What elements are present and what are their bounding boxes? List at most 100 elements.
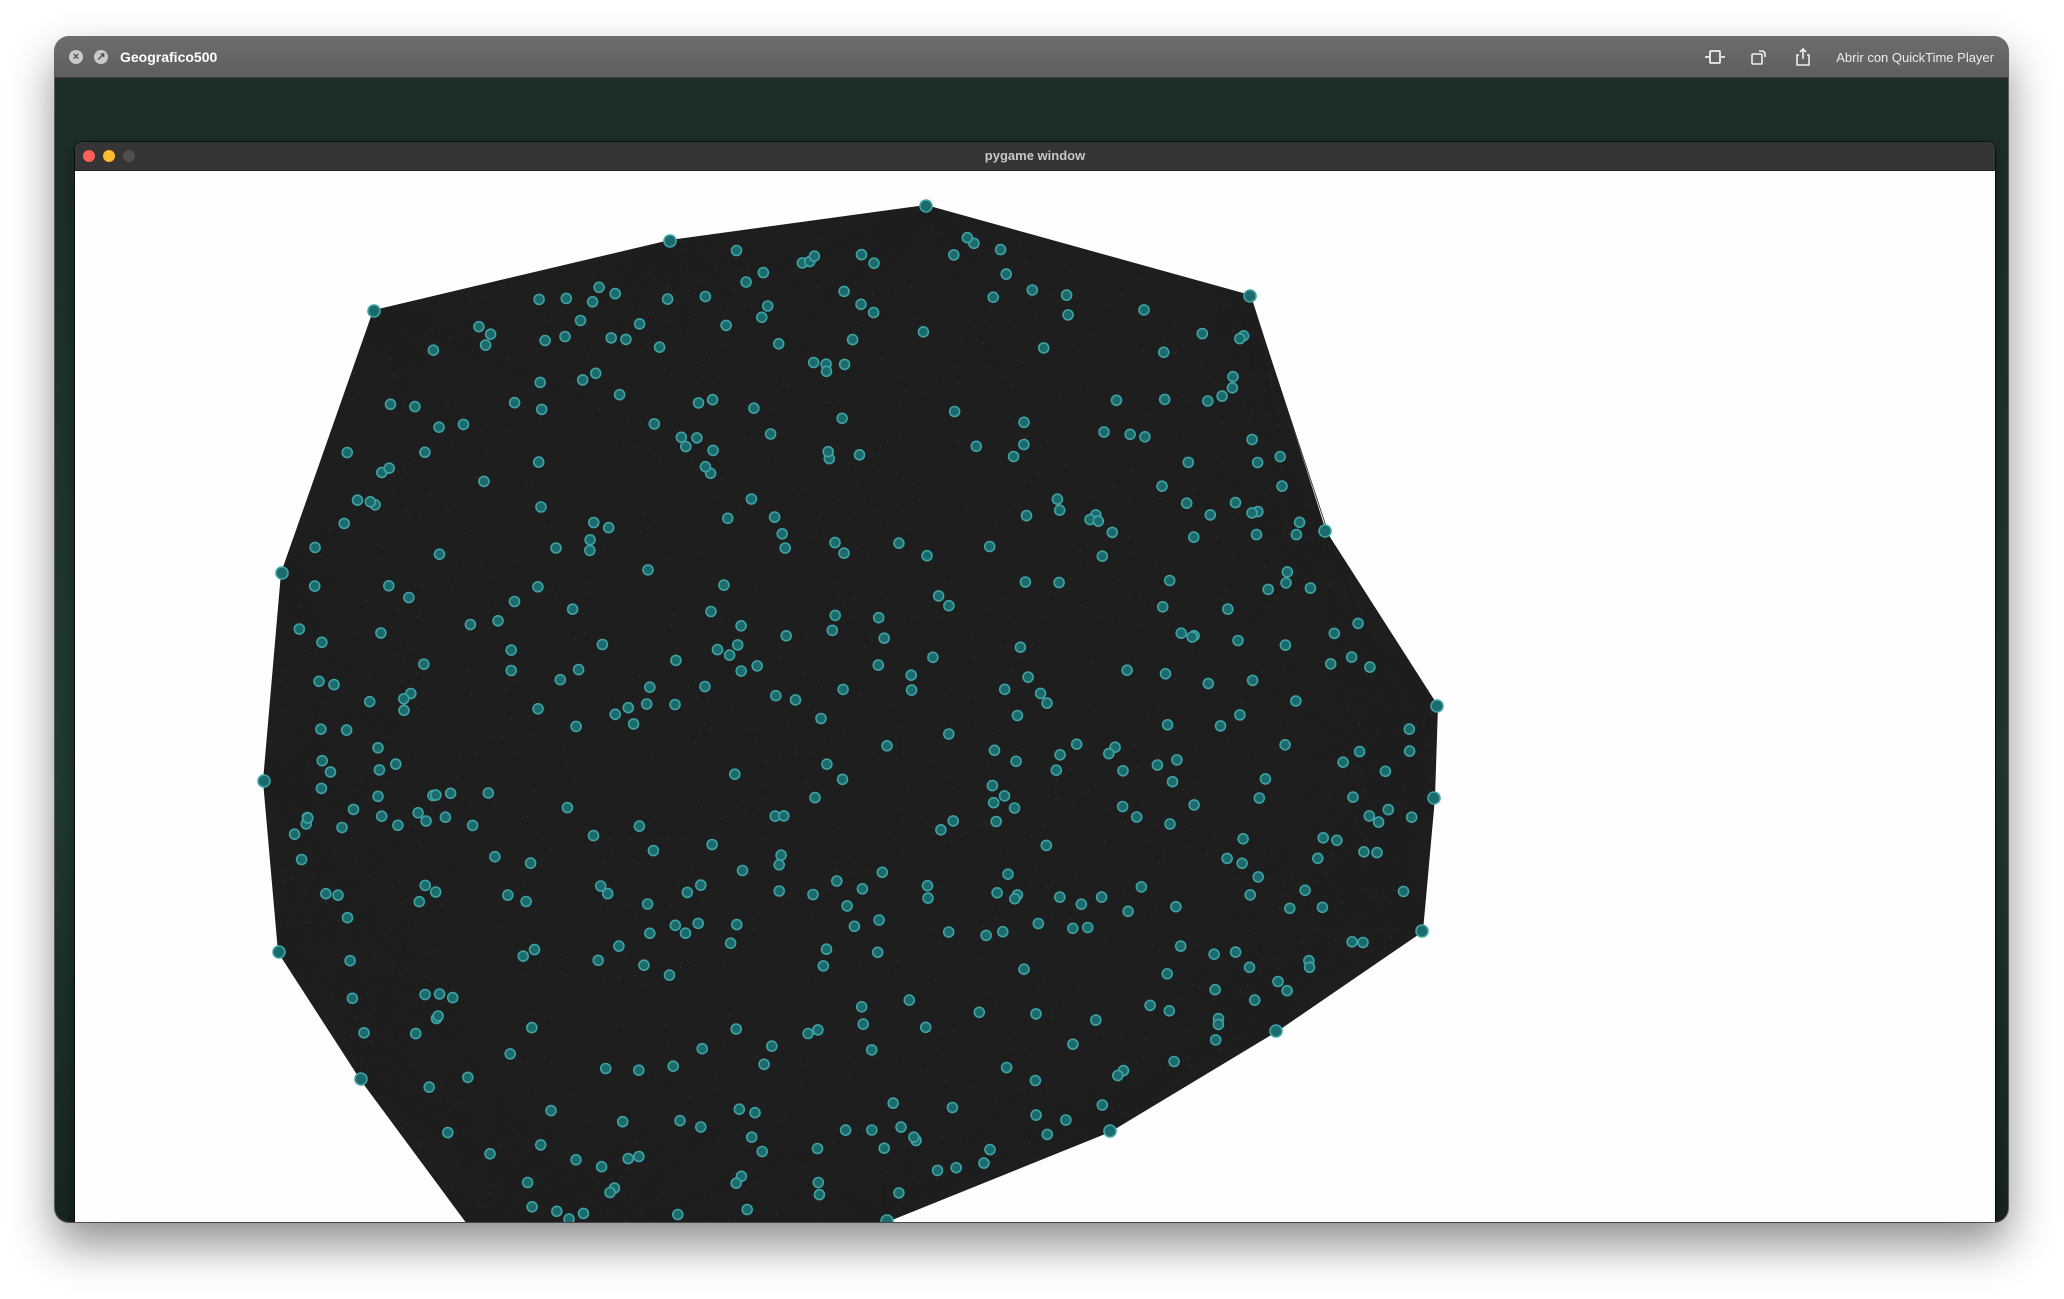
trim-icon[interactable]	[1704, 46, 1726, 68]
edge-speck	[1095, 1033, 1097, 1034]
graph-node	[694, 879, 707, 891]
graph-node	[595, 1160, 608, 1173]
graph-edge	[1237, 295, 1251, 641]
graph-edge	[1403, 797, 1435, 892]
rotate-icon[interactable]	[1748, 46, 1770, 68]
close-icon[interactable]: ×	[69, 50, 83, 64]
edge-speck	[712, 381, 714, 383]
edge-speck	[445, 404, 447, 405]
graph-edge	[669, 240, 711, 474]
edge-speck	[1328, 943, 1330, 944]
edge-speck	[824, 738, 826, 740]
edge-speck	[353, 398, 355, 400]
edge-speck	[1234, 878, 1236, 880]
edge-speck	[1131, 995, 1133, 997]
graph-edge	[373, 310, 698, 439]
edge-speck	[1007, 852, 1009, 854]
graph-node	[994, 243, 1007, 256]
graph-edge	[611, 1194, 820, 1222]
edge-speck	[1144, 602, 1146, 604]
graph-node	[344, 954, 356, 967]
edge-speck	[987, 992, 989, 994]
graph-edge	[624, 1136, 752, 1222]
graph-node	[508, 396, 521, 409]
edge-speck	[569, 1159, 571, 1161]
edge-speck	[566, 490, 568, 492]
edge-speck	[1271, 386, 1273, 387]
edge-speck	[896, 1180, 897, 1182]
graph-edge	[263, 780, 420, 903]
edge-speck	[1375, 770, 1376, 772]
graph-edge	[373, 310, 491, 335]
graph-node	[505, 664, 518, 677]
edge-speck	[1165, 500, 1167, 502]
graph-edge	[669, 240, 845, 292]
edge-speck	[1163, 860, 1164, 862]
edge-speck	[1273, 479, 1275, 481]
edge-speck	[1178, 807, 1180, 809]
edge-speck	[836, 827, 838, 829]
graph-node	[1000, 268, 1013, 280]
graph-edge	[1109, 1030, 1277, 1132]
graph-edge	[1059, 509, 1326, 532]
edge-speck	[639, 421, 641, 423]
graph-node	[1098, 426, 1110, 438]
graph-node	[1060, 289, 1073, 301]
graph-edge	[278, 951, 491, 1155]
graph-node	[524, 857, 537, 869]
open-with-quicktime-button[interactable]: Abrir con QuickTime Player	[1836, 49, 1994, 65]
edge-speck	[1015, 505, 1017, 506]
graph-edge	[1149, 930, 1423, 1006]
graph-edge	[360, 1078, 468, 1222]
graph-edge	[609, 1120, 681, 1222]
share-icon[interactable]	[1792, 46, 1814, 68]
graph-node	[576, 374, 589, 386]
edge-speck	[1043, 617, 1045, 619]
graph-edge	[278, 951, 437, 1019]
graph-edge	[1249, 930, 1423, 968]
edge-speck	[491, 575, 493, 577]
graph-edge	[886, 1107, 953, 1222]
fullscreen-icon[interactable]: ↗	[94, 50, 108, 64]
edge-speck	[509, 608, 511, 610]
graph-node	[313, 675, 325, 688]
edge-speck	[1310, 1000, 1312, 1002]
graph-edge	[263, 760, 323, 782]
graph-node	[1290, 528, 1303, 541]
edge-speck	[309, 652, 311, 654]
graph-node	[1170, 900, 1182, 913]
zoom-button[interactable]	[123, 150, 135, 162]
graph-node	[586, 296, 599, 308]
graph-node	[622, 701, 635, 714]
graph-edge	[531, 1027, 593, 1222]
graph-node	[1007, 450, 1020, 463]
graph-edge	[1275, 891, 1404, 1032]
edge-speck	[896, 1060, 898, 1062]
graph-node	[809, 791, 821, 804]
graph-edge	[854, 926, 888, 1222]
edge-speck	[527, 541, 529, 542]
graph-node	[1427, 791, 1441, 805]
graph-node	[1328, 627, 1341, 640]
edge-speck	[723, 312, 724, 314]
edge-speck	[783, 484, 785, 486]
edge-speck	[1147, 840, 1148, 842]
minimize-button[interactable]	[103, 150, 115, 162]
graph-canvas[interactable]	[75, 171, 1995, 1222]
graph-node	[817, 960, 830, 972]
graph-edge	[1254, 797, 1435, 1001]
edge-speck	[701, 406, 703, 408]
graph-edge	[1109, 894, 1251, 1132]
edge-speck	[403, 464, 405, 466]
edge-speck	[982, 343, 984, 345]
graph-edge	[544, 1148, 818, 1222]
edge-speck	[609, 1210, 611, 1212]
close-button[interactable]	[83, 150, 95, 162]
edge-speck	[1044, 731, 1046, 733]
edge-speck	[1052, 294, 1054, 296]
graph-node	[602, 521, 615, 534]
edge-speck	[1214, 998, 1215, 1000]
graph-edge	[281, 572, 399, 826]
graph-node	[1121, 664, 1133, 677]
edge-speck	[951, 475, 953, 477]
